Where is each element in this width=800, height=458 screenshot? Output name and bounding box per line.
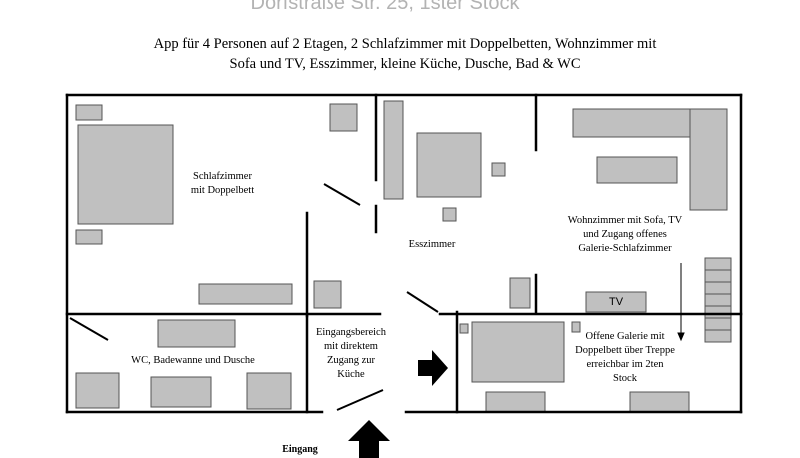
living-label-line: und Zugang offenes bbox=[583, 229, 667, 240]
living-label-line: Wohnzimmer mit Sofa, TV bbox=[567, 215, 683, 226]
bath-door bbox=[69, 317, 109, 341]
gallery-right-table bbox=[571, 321, 581, 333]
gallery-label-line: Stock bbox=[613, 373, 637, 384]
entrance-door bbox=[336, 389, 384, 411]
entrance-label-line: Küche bbox=[337, 369, 365, 380]
dining-table bbox=[416, 132, 482, 198]
tv-stand bbox=[585, 291, 647, 313]
bath-sink bbox=[157, 319, 236, 348]
gallery-label-line: Doppelbett über Treppe bbox=[575, 345, 675, 356]
kitchen-counter bbox=[509, 277, 531, 309]
bath-bathtub bbox=[150, 376, 212, 408]
walls bbox=[65, 93, 743, 414]
room-label-living: Wohnzimmer mit Sofa, TV und Zugang offen… bbox=[545, 214, 705, 256]
doors bbox=[69, 183, 439, 411]
gallery-bench bbox=[485, 391, 546, 413]
staircase bbox=[704, 257, 732, 343]
hallway-cabinet bbox=[313, 280, 342, 309]
entrance-arrow-up bbox=[348, 420, 390, 458]
living-sofa bbox=[572, 108, 702, 138]
entrance-label-line: Zugang zur bbox=[326, 355, 376, 366]
furniture-group bbox=[75, 100, 728, 413]
dining-bench bbox=[383, 100, 404, 200]
dining-stool-bottom bbox=[442, 207, 457, 222]
entrance-label-line: Eingangsbereich bbox=[316, 327, 386, 338]
bedroom-cabinet bbox=[329, 103, 358, 132]
gallery-label-line: Offene Galerie mit bbox=[585, 331, 665, 342]
bedroom-nightstand-top bbox=[75, 104, 103, 121]
apartment-description: App für 4 Personen auf 2 Etagen, 2 Schla… bbox=[90, 34, 720, 74]
gallery-pointer-arrow bbox=[677, 263, 685, 342]
floorplan-title: Dorfstraße Str. 25, 1ster Stock bbox=[250, 0, 520, 14]
description-line-1: App für 4 Personen auf 2 Etagen, 2 Schla… bbox=[153, 36, 657, 52]
entrance-label: Eingang bbox=[282, 444, 318, 455]
living-label-line: Galerie-Schlafzimmer bbox=[578, 243, 672, 254]
gallery-cabinet bbox=[629, 391, 690, 413]
bath-shower bbox=[246, 372, 292, 410]
bedroom-label-line: mit Doppelbett bbox=[190, 185, 255, 196]
description-line-2: Sofa und TV, Esszimmer, kleine Küche, Du… bbox=[229, 56, 581, 72]
room-label-bedroom: Schlafzimmer mit Doppelbett bbox=[180, 170, 265, 198]
living-coffee-table bbox=[596, 156, 678, 184]
living-sofa-side bbox=[689, 108, 728, 211]
bedroom-door bbox=[323, 183, 361, 206]
dining-stool-right bbox=[491, 162, 506, 177]
gallery-nightstand bbox=[459, 323, 469, 334]
tv-label: TV bbox=[608, 296, 624, 308]
gallery-double-bed bbox=[471, 321, 565, 383]
gallery-label-line: erreichbar im 2ten bbox=[586, 359, 664, 370]
room-label-entrance: Eingangsbereich mit direktem Zugang zur … bbox=[316, 326, 386, 382]
room-label-gallery: Offene Galerie mit Doppelbett über Trepp… bbox=[560, 330, 690, 386]
bedroom-nightstand-bottom bbox=[75, 229, 103, 245]
entrance-label-line: mit direktem bbox=[324, 341, 378, 352]
direction-arrow-right bbox=[418, 350, 448, 386]
bedroom-label-line: Schlafzimmer bbox=[193, 171, 252, 182]
hall-door bbox=[406, 291, 439, 313]
bedroom-wardrobe bbox=[198, 283, 293, 305]
room-label-bathroom: WC, Badewanne und Dusche bbox=[131, 355, 255, 366]
room-label-dining: Esszimmer bbox=[408, 239, 456, 250]
bath-toilet bbox=[75, 372, 120, 409]
bedroom-double-bed bbox=[77, 124, 174, 225]
